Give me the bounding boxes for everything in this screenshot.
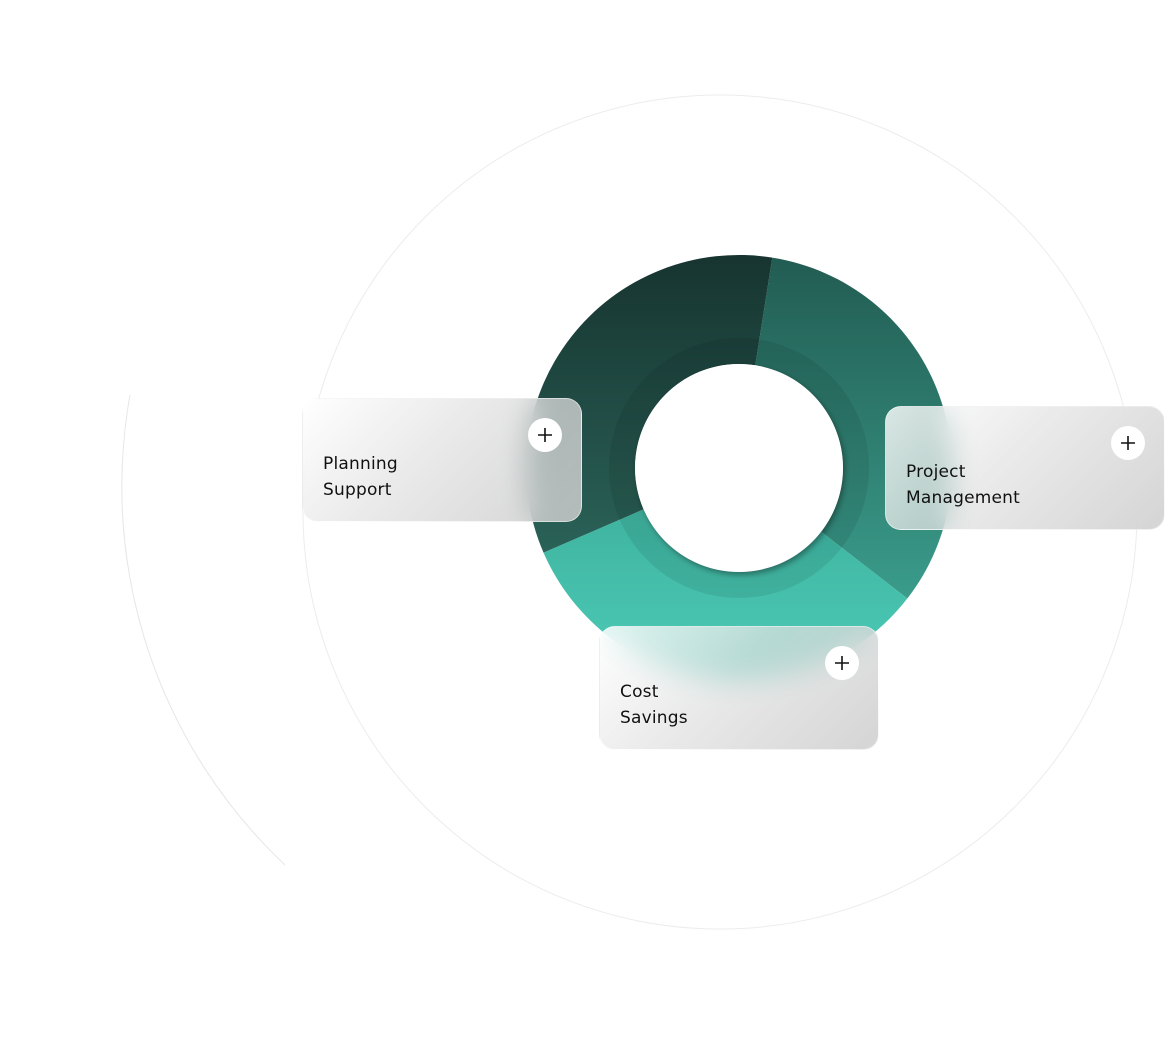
card-planning-support[interactable]: Planning Support [302, 398, 582, 522]
card-title-line1: Cost [620, 682, 659, 702]
card-label: Project Management [906, 459, 1020, 511]
card-label: Planning Support [323, 451, 398, 503]
card-label: Cost Savings [620, 679, 688, 731]
card-title-line1: Project [906, 462, 966, 482]
card-project-management[interactable]: Project Management [885, 406, 1165, 530]
expand-button[interactable] [1111, 426, 1145, 460]
donut-segment-planning-support [526, 254, 773, 553]
plus-icon [1121, 436, 1135, 450]
card-title-line2: Management [906, 488, 1020, 508]
plus-icon [538, 428, 552, 442]
expand-button[interactable] [528, 418, 562, 452]
card-title-line1: Planning [323, 454, 398, 474]
card-cost-savings[interactable]: Cost Savings [599, 626, 879, 750]
card-title-line2: Support [323, 480, 392, 500]
left-arc [121, 394, 286, 866]
expand-button[interactable] [825, 646, 859, 680]
card-title-line2: Savings [620, 708, 688, 728]
donut-hole [635, 364, 843, 572]
plus-icon [835, 656, 849, 670]
